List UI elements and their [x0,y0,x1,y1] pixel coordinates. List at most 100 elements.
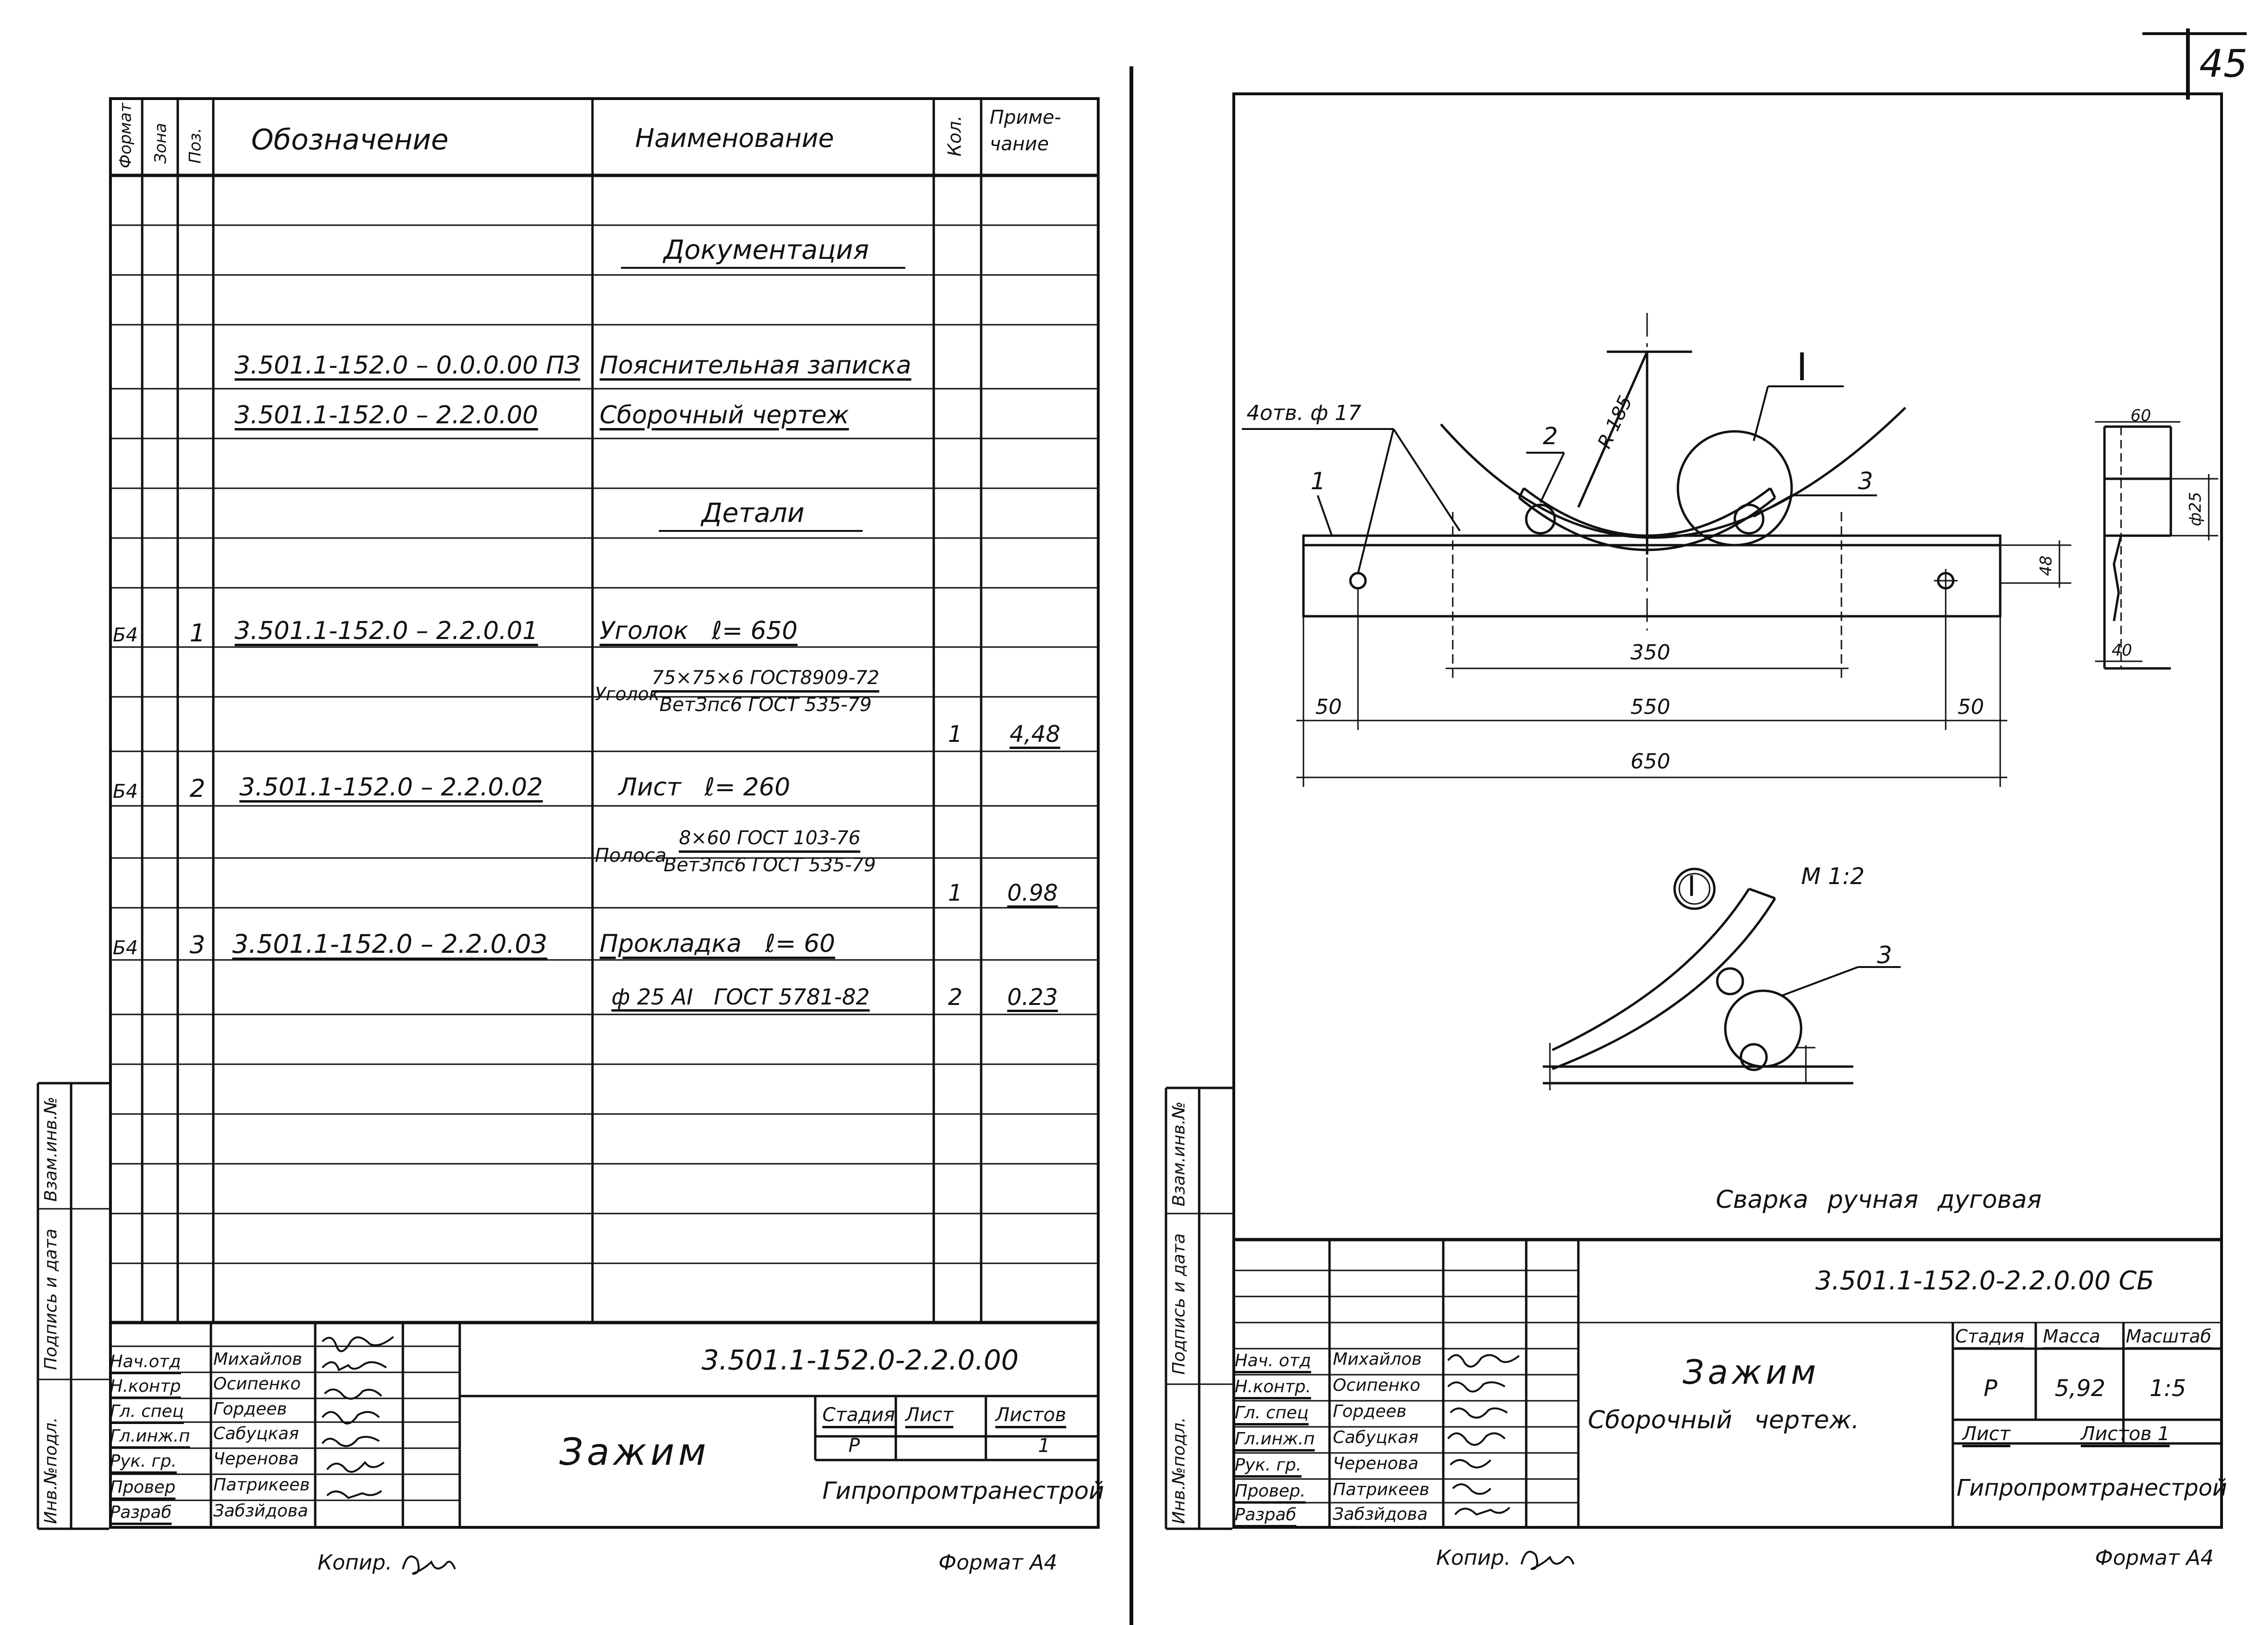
left-row-designation: 3.501.1-152.0 – 2.2.0.01 [235,617,538,645]
right-staff-name: Забзйдова [1333,1505,1428,1524]
right-mass-value: 5,92 [2055,1375,2105,1402]
left-row-name: Уголок ℓ= 650 [600,617,798,645]
left-row-name-denominator: ВетЗпс6 ГОСТ 535-79 [659,694,872,716]
left-row-note: 4,48 [1010,721,1060,748]
page-number: 45 [2199,42,2248,86]
right-staff-name: Сабуцкая [1333,1428,1419,1447]
left-title-name: Зажим [559,1431,710,1474]
part3-label: 3 [1858,467,1873,495]
left-stage-value: Р [848,1435,860,1457]
detail-ref-label: I [1796,345,1808,389]
left-staff-name: Осипенко [213,1374,301,1394]
left-sheet-label: Лист [905,1404,954,1426]
left-staff-name: Патрикеев [213,1475,310,1495]
right-staff-role: Гл. спец [1235,1403,1309,1423]
right-staff-name: Патрикеев [1333,1480,1430,1499]
left-row-name: Лист ℓ= 260 [619,773,791,802]
left-row-name: Прокладка ℓ= 60 [600,930,835,958]
page-number-divider [2186,28,2190,100]
left-staff-role: Гл.инж.п [110,1426,190,1446]
left-sheets-value: 1 [1038,1435,1050,1457]
left-row-format: Б4 [113,937,138,959]
right-staff-role: Разраб [1235,1505,1297,1525]
detail-part3-label: 3 [1877,941,1892,969]
sheet-separator [1129,66,1133,1625]
left-sheet-frame [109,97,1100,1529]
left-staff-name: Черенова [213,1449,299,1469]
left-staff-name: Михайлов [213,1350,302,1369]
left-row-name-prefix: Полоса [595,845,667,867]
dim-550: 550 [1630,695,1670,719]
right-scale-value: 1:5 [2150,1375,2186,1402]
right-staff-role: Гл.инж.п [1235,1429,1315,1449]
left-stage-label: Стадия [822,1404,895,1426]
left-row-name-fraction: 8×60 ГОСТ 103-76 ВетЗпс6 ГОСТ 535-79 [664,829,876,875]
left-section-documentation: Документация [664,235,869,265]
left-row-format: Б4 [113,781,138,803]
right-stage-label: Стадия [1955,1326,2024,1347]
right-title-name: Зажим [1683,1353,1820,1392]
left-row-designation: 3.501.1-152.0 – 2.2.0.02 [239,773,543,802]
left-header-designation: Обозначение [251,123,449,156]
right-title-code: 3.501.1-152.0-2.2.0.00 СБ [1815,1266,2154,1296]
right-sheet-frame [1232,92,2223,1529]
left-row-qty: 1 [948,721,963,748]
dim-650: 650 [1630,749,1670,774]
weld-note: Сварка ручная дуговая [1716,1186,2042,1214]
right-staff-name: Черенова [1333,1454,1419,1473]
left-copied-label: Копир. [318,1551,392,1575]
left-header-name: Наименование [635,123,834,153]
left-sheets-label: Листов [995,1404,1066,1426]
dim-50-right: 50 [1958,695,1984,719]
right-staff-role: Рук. гр. [1235,1455,1302,1475]
left-row-name-numerator: 75×75×6 ГОСТ8909-72 [652,668,880,693]
left-org: Гипропромтранестрой [822,1477,1104,1505]
dim-350: 350 [1630,640,1670,665]
left-staff-role: Рук. гр. [110,1452,177,1471]
part2-label: 2 [1543,422,1558,450]
left-title-code: 3.501.1-152.0-2.2.0.00 [701,1344,1019,1376]
right-staff-name: Михайлов [1333,1350,1422,1369]
left-row-name-prefix: Уголок [595,684,660,704]
right-mass-label: Масса [2043,1326,2101,1347]
left-header-note: Приме- чание [990,107,1061,155]
right-stage-value: Р [1984,1375,1997,1402]
left-row-qty: 1 [948,880,963,906]
left-section-parts: Детали [701,498,805,529]
left-row-designation: 3.501.1-152.0 – 2.2.0.00 [235,401,538,429]
part1-label: 1 [1311,467,1326,495]
right-copied-label: Копир. [1436,1546,1511,1570]
right-staff-name: Гордеев [1333,1402,1407,1421]
left-staff-name: Сабуцкая [213,1424,299,1443]
left-row-format: Б4 [113,624,138,646]
left-staff-role: Нач.отд [110,1352,181,1371]
left-staff-role: Н.контр [110,1377,181,1396]
left-row-name: Сборочный чертеж [600,401,849,429]
left-row-pos: 3 [190,931,206,959]
right-sheets-label: Листов 1 [2081,1423,2170,1445]
left-row-name-numerator: 8×60 ГОСТ 103-76 [679,829,861,853]
page-number-rule [2142,32,2247,35]
left-staff-role: Гл. спец [110,1402,184,1421]
left-staff-name: Гордеев [213,1399,287,1419]
right-title-subtitle: Сборочный чертеж. [1588,1406,1859,1434]
left-staff-role: Разраб [110,1503,172,1522]
detail-scale-label: М 1:2 [1801,863,1865,890]
left-staff-name: Забзйдова [213,1501,309,1521]
right-org: Гипропромтранестрой [1957,1475,2227,1501]
right-staff-name: Осипенко [1333,1376,1421,1395]
holes-label: 4отв. ф 17 [1247,401,1362,425]
right-sheet-label: Лист [1962,1423,2011,1445]
dim-40: 40 [2112,641,2132,660]
left-row-qty: 2 [948,984,963,1011]
left-staff-role: Провер [110,1478,176,1497]
left-row-note: 0.98 [1007,880,1058,906]
dim-60: 60 [2131,406,2151,425]
right-scale-label: Масштаб [2126,1326,2212,1347]
left-row-note: 0.23 [1007,984,1058,1011]
